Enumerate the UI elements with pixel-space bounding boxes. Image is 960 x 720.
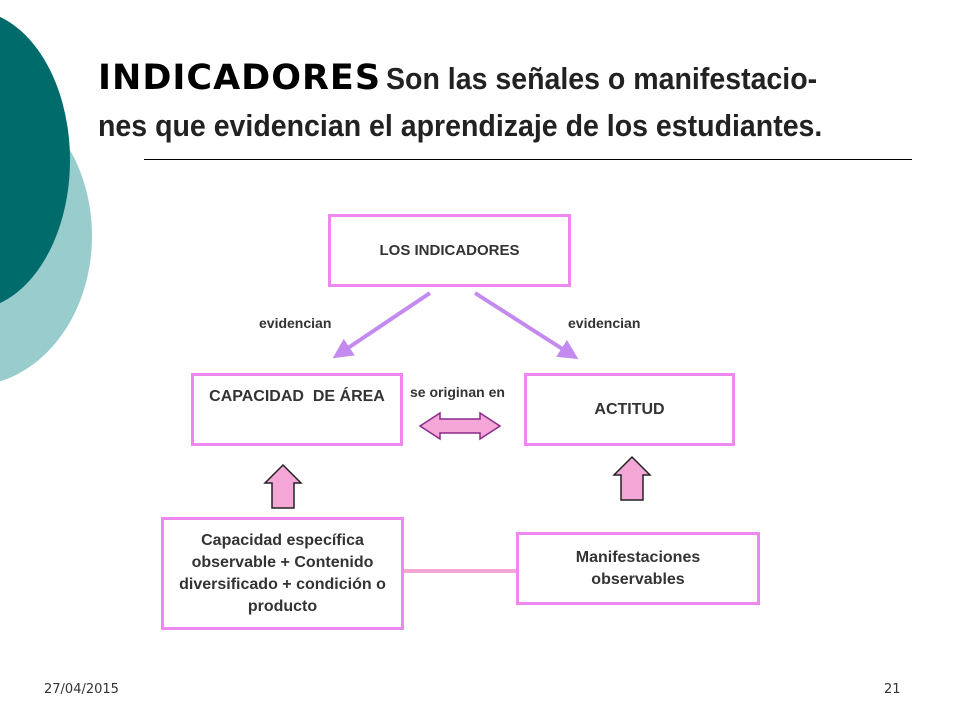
dark-teal-circle bbox=[0, 16, 70, 304]
box-capacidad-especifica: Capacidad específica observable + Conten… bbox=[161, 517, 404, 630]
title-underline bbox=[144, 159, 912, 160]
arrow-to-actitud bbox=[473, 291, 579, 360]
middle-label: se originan en bbox=[410, 384, 505, 400]
title-keyword: INDICADORES bbox=[98, 58, 382, 98]
edge-label-left: evidencian bbox=[259, 315, 332, 331]
box-actitud-label: ACTITUD bbox=[594, 400, 665, 418]
title-text-rest: Son las señales o manifestacio- bbox=[385, 61, 817, 96]
box-manifestaciones: Manifestaciones observables bbox=[516, 532, 760, 605]
double-arrow bbox=[418, 411, 502, 441]
box-actitud: ACTITUD bbox=[524, 373, 735, 446]
box-capacidad-especifica-label: Capacidad específica observable + Conten… bbox=[179, 531, 386, 615]
box-capacidad-label: CAPACIDAD DE ÁREA bbox=[209, 388, 385, 405]
up-arrow-left bbox=[263, 463, 303, 509]
footer-page-number: 21 bbox=[884, 682, 901, 697]
box-los-indicadores: LOS INDICADORES bbox=[328, 214, 571, 287]
slide-title-line-2: nes que evidencian el aprendizaje de los… bbox=[98, 108, 823, 143]
slide-title-line-1: INDICADORES Son las señales o manifestac… bbox=[98, 58, 854, 98]
box-los-indicadores-label: LOS INDICADORES bbox=[379, 242, 520, 259]
edge-label-right: evidencian bbox=[568, 315, 641, 331]
up-arrow-right bbox=[612, 455, 652, 501]
footer-date: 27/04/2015 bbox=[44, 682, 119, 697]
box-manifestaciones-label: Manifestaciones observables bbox=[575, 548, 701, 588]
arrow-to-capacidad bbox=[332, 291, 432, 359]
box-capacidad-de-area: CAPACIDAD DE ÁREA bbox=[191, 373, 403, 446]
